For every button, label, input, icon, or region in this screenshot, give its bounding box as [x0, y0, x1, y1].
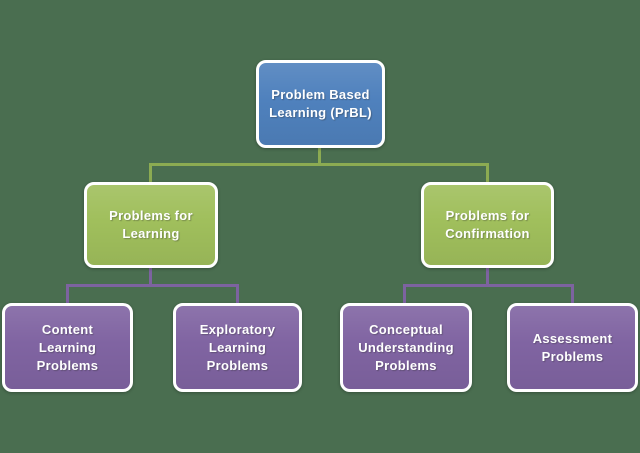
node-assessment-problems-label: Assessment Problems: [532, 330, 613, 364]
connector-drop-conceptual: [403, 284, 406, 304]
connector-drop-learning: [149, 163, 152, 183]
node-exploratory-learning-problems-label: Exploratory Learning Problems: [199, 321, 276, 373]
connector-confirmation-bar: [403, 284, 574, 287]
node-problem-based-learning: Problem Based Learning (PrBL): [256, 60, 385, 148]
node-exploratory-learning-problems: Exploratory Learning Problems: [173, 303, 302, 392]
node-problems-for-confirmation: Problems for Confirmation: [421, 182, 554, 268]
node-content-learning-problems: Content Learning Problems: [2, 303, 133, 392]
node-conceptual-understanding-problems-label: Conceptual Understanding Problems: [358, 321, 454, 373]
connector-drop-exploratory: [236, 284, 239, 304]
connector-level2-bar: [149, 163, 489, 166]
node-content-learning-problems-label: Content Learning Problems: [36, 321, 99, 373]
node-conceptual-understanding-problems: Conceptual Understanding Problems: [340, 303, 472, 392]
connector-drop-content: [66, 284, 69, 304]
node-problems-for-confirmation-label: Problems for Confirmation: [445, 208, 530, 241]
connector-root-stem: [318, 147, 321, 166]
node-problems-for-learning: Problems for Learning: [84, 182, 218, 268]
connector-learning-bar: [66, 284, 239, 287]
connector-confirmation-stem: [486, 267, 489, 287]
node-assessment-problems: Assessment Problems: [507, 303, 638, 392]
connector-drop-confirmation: [486, 163, 489, 183]
connector-learning-stem: [149, 267, 152, 287]
connector-drop-assessment: [571, 284, 574, 304]
node-problem-based-learning-label: Problem Based Learning (PrBL): [269, 87, 372, 120]
node-problems-for-learning-label: Problems for Learning: [109, 208, 193, 241]
